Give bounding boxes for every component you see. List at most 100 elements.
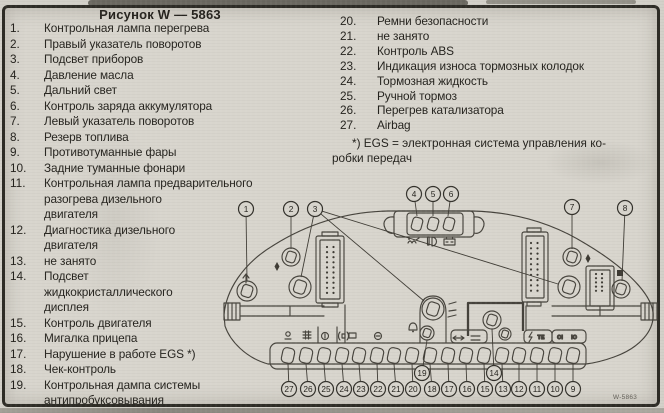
legend-item: 5.Дальний свет (10, 83, 342, 99)
scan-smudge (545, 140, 655, 185)
callout-27 (280, 380, 298, 398)
svg-text:11: 11 (533, 384, 542, 394)
figure-title: Рисунок W — 5863 (99, 7, 221, 22)
legend-item-text: Контроль ABS (377, 43, 454, 58)
strip-socket (494, 347, 510, 364)
callout-16 (458, 380, 476, 398)
catalytic-converter-icon (302, 330, 312, 340)
bulb-socket (281, 247, 301, 267)
callout-21 (387, 380, 405, 398)
callout-6 (442, 185, 460, 203)
legend-item-number: 23. (340, 58, 357, 73)
legend-item-number: 26. (340, 103, 357, 118)
legend-item: 2.Правый указатель поворотов (10, 37, 342, 53)
legend-item-text: Давление масла (44, 67, 134, 82)
legend-item-number: 21. (340, 28, 357, 43)
strip-socket (298, 347, 314, 364)
legend-item: 15.Контроль двигателя (10, 316, 342, 332)
strip-socket (316, 347, 332, 364)
svg-text:6: 6 (449, 189, 454, 199)
strip-socket (565, 347, 581, 364)
strip-socket (369, 347, 385, 364)
svg-text:20: 20 (408, 384, 418, 394)
legend-item-text: не занято (44, 253, 97, 268)
small-connector-block (585, 265, 615, 311)
svg-text:13: 13 (498, 384, 508, 394)
callout-11 (528, 380, 546, 398)
callout-25 (317, 380, 335, 398)
svg-text:14: 14 (489, 368, 499, 378)
bulb-socket (236, 280, 258, 302)
legend-item-number: 13. (10, 253, 27, 268)
legend-item: 16.Мигалка прицепа (10, 331, 342, 347)
callout-15 (476, 380, 494, 398)
svg-text:24: 24 (339, 384, 349, 394)
legend-item-text: Контроль заряда аккумулятора (44, 98, 213, 113)
preheat-mark: !O (571, 335, 577, 341)
legend-item-text: Подсвет приборов (44, 52, 144, 66)
top-lamp-band (383, 210, 485, 238)
legend-item: 11.Контрольная лампа предварительного ра… (10, 176, 342, 223)
egs-lightning-icon (528, 331, 533, 343)
svg-text:8: 8 (623, 203, 628, 213)
svg-text:3: 3 (313, 204, 318, 214)
legend-item-text: Перегрев катализатора (377, 103, 504, 118)
legend-item: 9.Противотуманные фары (10, 145, 342, 161)
callout-5 (424, 185, 442, 203)
callout-26 (299, 380, 317, 398)
legend-item-text: Задние туманные фонари (44, 160, 186, 175)
callout-1 (237, 200, 255, 218)
legend-item: 10.Задние туманные фонари (10, 161, 342, 177)
legend-item-number: 18. (10, 362, 27, 376)
te-mark: TE (538, 335, 545, 341)
legend-item: 1.Контрольная лампа перегрева (10, 21, 342, 37)
legend-item: 26. Перегрев катализатора (332, 103, 658, 118)
legend-item-text: Левый указатель поворотов (44, 114, 195, 128)
callout-23 (352, 380, 370, 398)
legend-item-number: 2. (10, 36, 20, 51)
bulb-socket (562, 247, 582, 267)
diagram-icons: TE OI !O (242, 236, 623, 343)
bulb-socket (288, 275, 312, 299)
callout-2 (282, 200, 300, 218)
legend-item-number: 17. (10, 346, 27, 361)
figure-code: W-5863 (613, 394, 637, 401)
legend-item-text: не занято (377, 28, 430, 43)
footnote: *) EGS = электронная система управления … (332, 136, 658, 166)
engine-check-icon (470, 335, 481, 341)
legend-item: 23.Индикация износа тормозных колодок (332, 59, 658, 74)
callout-22 (369, 380, 387, 398)
footnote-line: *) EGS = электронная система управления … (352, 136, 607, 151)
svg-text:21: 21 (391, 384, 401, 394)
bulb-socket (442, 216, 456, 232)
battery-icon (443, 236, 456, 246)
legend-item-number: 11. (10, 176, 26, 190)
scan-artifact (0, 408, 664, 413)
legend-item-number: 9. (10, 145, 20, 159)
svg-text:12: 12 (514, 384, 524, 394)
strip-socket (547, 347, 563, 364)
legend-item-number: 3. (10, 52, 20, 66)
temp-arrow-icon (242, 273, 250, 284)
legend-item: 6.Контроль заряда аккумулятора (10, 99, 342, 115)
legend-item-text: Подсвет жидкокристаллического дисплея (44, 269, 173, 314)
callout-18 (423, 380, 441, 398)
legend-item: 27.Airbag (332, 118, 658, 133)
airbag-icon (284, 331, 292, 340)
brake-pads-icon (337, 331, 350, 341)
callout-14 (485, 364, 503, 382)
legend-item-number: 4. (10, 67, 20, 82)
svg-text:9: 9 (571, 384, 576, 394)
strip-socket (440, 347, 456, 364)
callout-12 (510, 380, 528, 398)
strip-socket (476, 347, 492, 364)
callout-3 (306, 200, 324, 218)
left-connector-block (315, 231, 345, 308)
svg-text:2: 2 (289, 204, 294, 214)
trailer-indicator-icon (452, 335, 465, 341)
